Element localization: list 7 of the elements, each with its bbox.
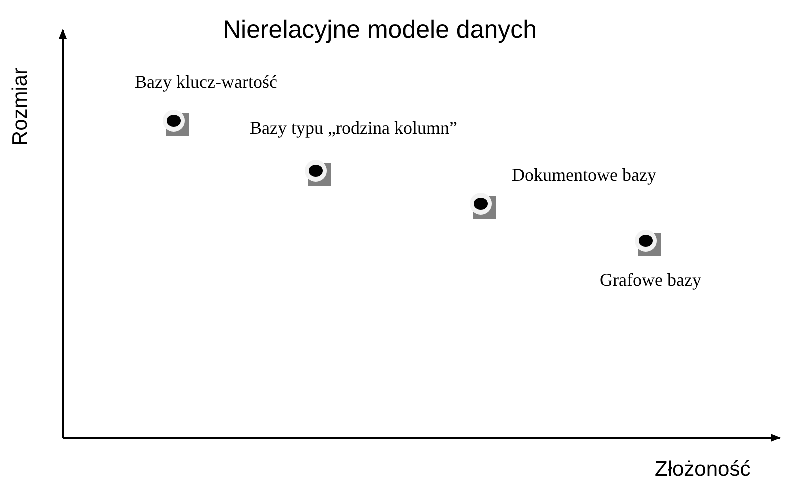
point-label: Dokumentowe bazy xyxy=(512,165,656,186)
chart-title: Nierelacyjne modele danych xyxy=(222,16,538,45)
axis-label: Złożoność xyxy=(655,458,751,482)
point-label: Grafowe bazy xyxy=(600,270,702,291)
point-label: Bazy typu „rodzina kolumn” xyxy=(250,118,458,139)
axis-label: Rozmiar xyxy=(9,68,34,146)
point-label: Bazy klucz-wartość xyxy=(135,72,278,93)
